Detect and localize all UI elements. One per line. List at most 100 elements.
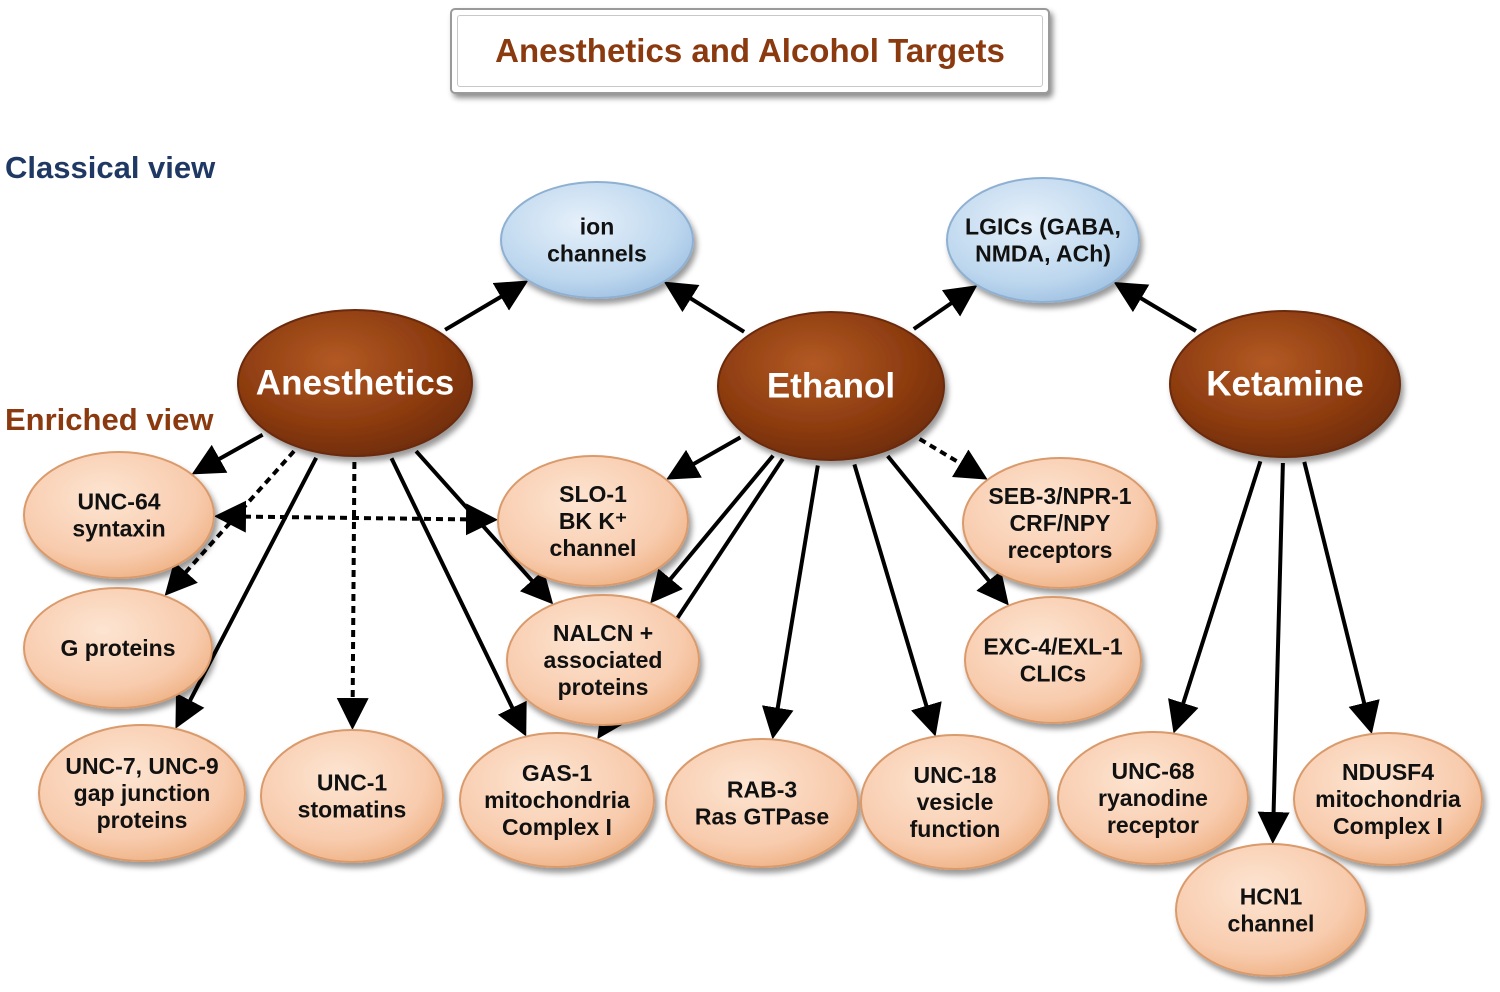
diagram-title: Anesthetics and Alcohol Targets <box>457 15 1043 87</box>
enriched-view-label: Enriched view <box>5 402 214 437</box>
arrow-ethanol-to-rab-3 <box>761 465 820 740</box>
node-label-unc-7-unc-9: UNC-7, UNC-9 <box>65 753 218 779</box>
node-label-unc-7-unc-9: gap junction <box>74 780 211 806</box>
node-label-ndusf4: Complex I <box>1333 813 1443 839</box>
node-shape-unc-68 <box>1057 731 1249 865</box>
node-label-gas-1: GAS-1 <box>522 760 593 786</box>
node-label-ketamine: Ketamine <box>1206 365 1364 404</box>
node-lgics: LGICs (GABA,NMDA, ACh) <box>946 177 1140 303</box>
node-label-unc-1: UNC-1 <box>317 770 387 796</box>
node-shape-slo-1 <box>497 455 689 587</box>
node-shape-nalcn <box>506 594 700 726</box>
node-shape-g-proteins <box>23 587 213 709</box>
arrow-ethanol-to-exc-4 <box>886 454 1009 606</box>
node-label-gas-1: mitochondria <box>484 787 630 813</box>
node-anesthetics: Anesthetics <box>237 309 473 457</box>
node-ketamine: Ketamine <box>1169 310 1401 458</box>
node-label-ethanol: Ethanol <box>767 367 895 406</box>
node-shape-unc-18 <box>860 734 1050 870</box>
node-ethanol: Ethanol <box>717 311 945 461</box>
node-label-nalcn: associated <box>544 647 663 673</box>
node-shape-unc-1 <box>260 729 444 863</box>
node-shape-rab-3 <box>665 738 859 868</box>
node-label-unc-64: syntaxin <box>72 516 165 542</box>
arrow-ethanol-to-ion-channels <box>663 281 746 334</box>
arrow-ketamine-to-hcn1 <box>1257 462 1290 844</box>
arrow-unc-64-to-slo-1 <box>214 500 498 536</box>
node-shape-unc-7-unc-9 <box>38 724 246 862</box>
node-label-ndusf4: NDUSF4 <box>1342 759 1434 785</box>
node-label-slo-1: BK K⁺ <box>559 508 627 534</box>
node-label-ion-channels: channels <box>547 241 647 267</box>
node-shape-ndusf4 <box>1293 732 1483 866</box>
node-label-lgics: NMDA, ACh) <box>975 241 1111 267</box>
node-label-unc-68: ryanodine <box>1098 785 1208 811</box>
node-label-slo-1: channel <box>550 535 637 561</box>
node-label-unc-18: function <box>910 816 1001 842</box>
node-label-unc-7-unc-9: proteins <box>97 807 188 833</box>
node-label-unc-68: receptor <box>1107 812 1199 838</box>
arrow-ethanol-to-lgics <box>912 285 978 331</box>
arrow-anesthetics-to-ion-channels <box>444 280 529 332</box>
node-label-unc-64: UNC-64 <box>77 489 160 515</box>
node-shape-seb-3 <box>962 457 1158 589</box>
node-label-exc-4: EXC-4/EXL-1 <box>983 634 1123 660</box>
node-shape-lgics <box>946 177 1140 303</box>
node-label-nalcn: NALCN + <box>553 620 653 646</box>
arrow-anesthetics-to-unc-1 <box>336 461 369 730</box>
node-shape-gas-1 <box>459 732 655 868</box>
node-shape-anesthetics <box>237 309 473 457</box>
node-shape-ethanol <box>717 311 945 461</box>
node-label-hcn1: channel <box>1228 911 1315 937</box>
node-label-seb-3: CRF/NPY <box>1010 510 1111 536</box>
arrow-ketamine-to-lgics <box>1113 282 1197 333</box>
node-label-unc-68: UNC-68 <box>1111 758 1194 784</box>
arrow-anesthetics-to-g-proteins <box>164 449 296 596</box>
node-shape-ion-channels <box>500 181 694 299</box>
node-shape-exc-4 <box>964 596 1142 724</box>
node-shape-ketamine <box>1169 310 1401 458</box>
node-label-gas-1: Complex I <box>502 814 612 840</box>
arrow-ethanol-to-seb-3 <box>918 437 988 480</box>
node-label-lgics: LGICs (GABA, <box>965 214 1121 240</box>
arrow-ethanol-to-slo-1 <box>666 435 742 480</box>
node-label-unc-18: vesicle <box>917 789 994 815</box>
arrow-ketamine-to-unc-68 <box>1168 460 1263 734</box>
node-label-seb-3: receptors <box>1008 537 1113 563</box>
arrow-ethanol-to-unc-18 <box>852 463 942 737</box>
node-label-ndusf4: mitochondria <box>1315 786 1461 812</box>
node-label-unc-18: UNC-18 <box>913 762 996 788</box>
node-label-rab-3: Ras GTPase <box>695 804 829 830</box>
node-label-rab-3: RAB-3 <box>727 777 797 803</box>
edges-layer <box>164 280 1380 844</box>
node-slo-1: SLO-1BK K⁺channel <box>497 455 689 587</box>
node-label-anesthetics: Anesthetics <box>256 364 454 403</box>
arrow-ethanol-to-nalcn <box>650 454 775 604</box>
classical-view-label: Classical view <box>5 150 216 185</box>
node-label-nalcn: proteins <box>558 674 649 700</box>
node-label-ion-channels: ion <box>580 214 615 240</box>
title-box: Anesthetics and Alcohol Targets <box>450 8 1050 94</box>
node-label-exc-4: CLICs <box>1020 661 1086 687</box>
arrow-anesthetics-to-unc-64 <box>191 432 264 475</box>
node-label-unc-1: stomatins <box>298 797 407 823</box>
node-shape-hcn1 <box>1175 843 1367 977</box>
node-label-g-proteins: G proteins <box>60 635 175 661</box>
arrow-ketamine-to-ndusf4 <box>1302 461 1380 735</box>
node-g-proteins: G proteins <box>23 587 213 709</box>
